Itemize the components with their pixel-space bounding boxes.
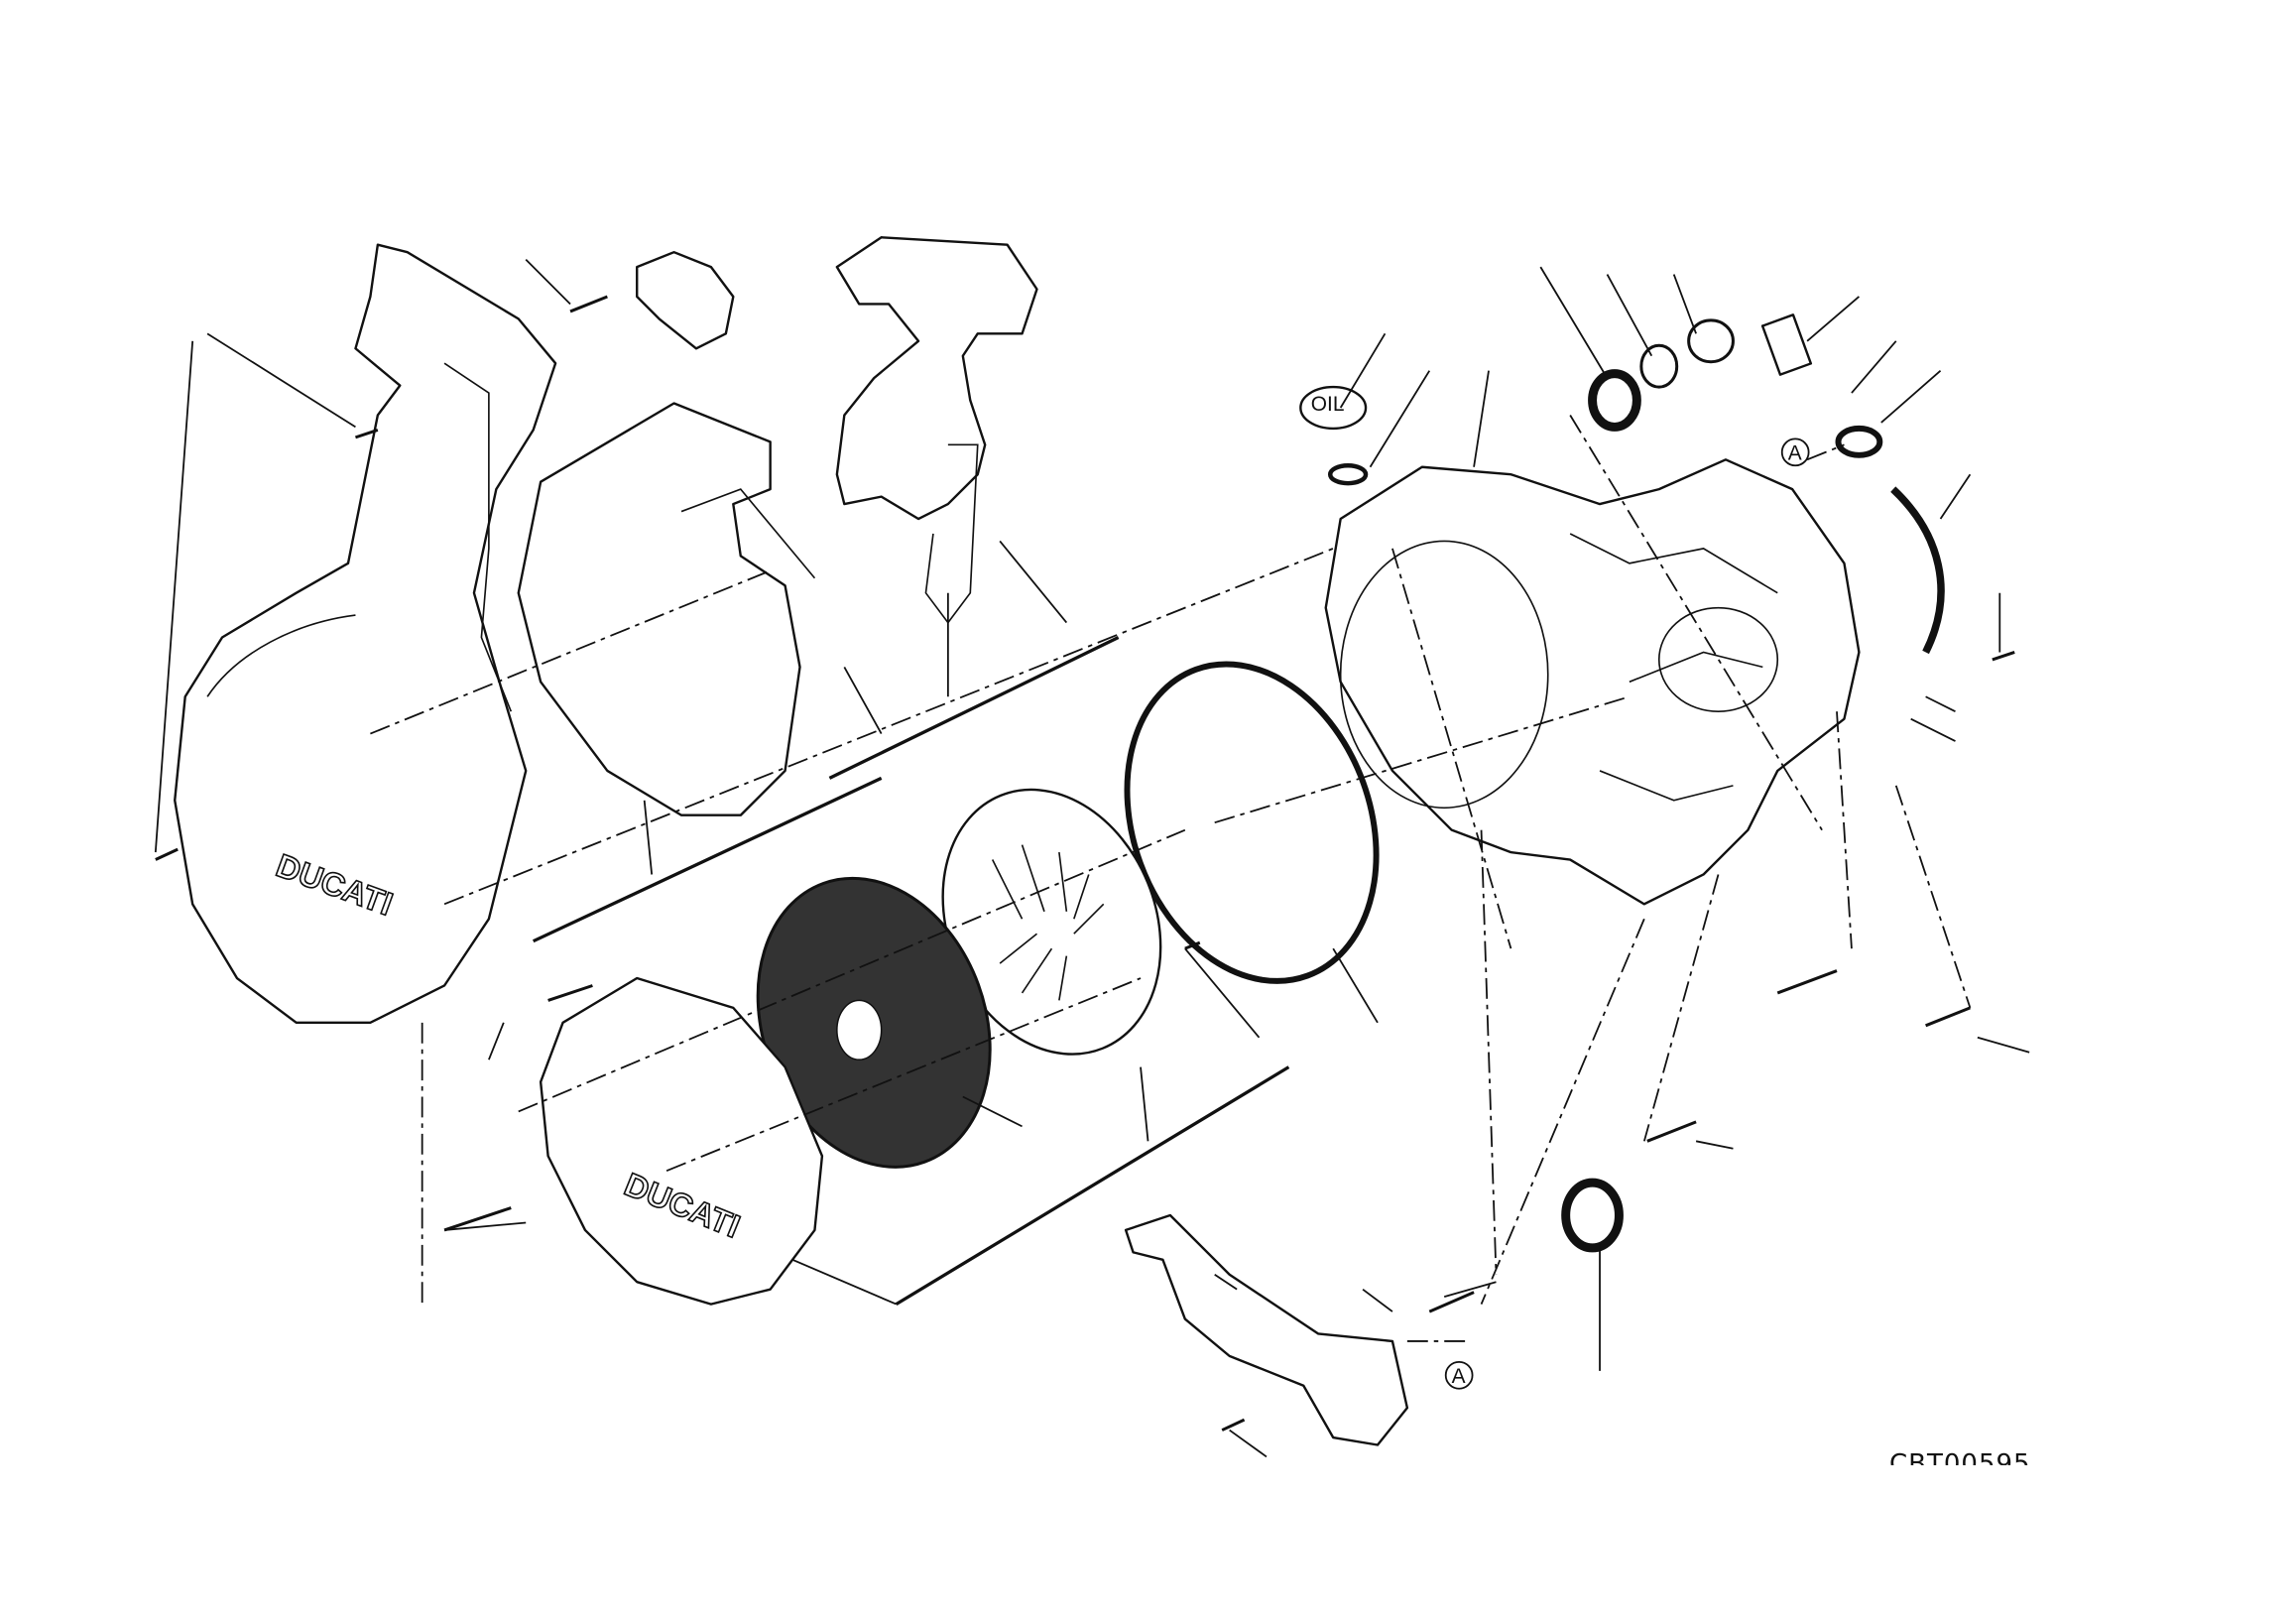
washer (1639, 343, 1679, 389)
callout-leader-lines (154, 259, 2030, 1458)
breather-pipe (1890, 486, 1945, 655)
reference-marker-a-top: A (1780, 437, 1810, 467)
oil-filler-cap: OIL (1299, 385, 1369, 486)
reference-marker-a-bottom: A (1444, 1360, 1474, 1390)
clutch-housing-cover (1324, 458, 1861, 906)
clutch-cover: DUCATI (539, 976, 824, 1306)
pressure-plate (941, 788, 1162, 1056)
bolts (155, 295, 2015, 1432)
stator-cover (517, 402, 816, 816)
sensor-washer (1835, 425, 1883, 458)
oil-seal (1588, 369, 1641, 432)
circlip (1687, 318, 1735, 364)
svg-text:A: A (1452, 1365, 1466, 1388)
assembly-axis-lines (370, 415, 1972, 1342)
o-ring (1124, 661, 1380, 984)
oil-cap-label: OIL (1311, 393, 1345, 416)
group-brackets (532, 636, 1290, 1307)
sensor-housing (636, 250, 735, 350)
lower-oil-seal (1561, 1178, 1624, 1253)
generator-cover: DUCATI (174, 243, 557, 1025)
drawing-code: CBT00595 (1889, 1451, 2031, 1465)
svg-text:A: A (1788, 441, 1802, 464)
gasket-plate (835, 236, 1038, 624)
temperature-sensor (1760, 313, 1813, 376)
lower-bracket (1124, 1213, 1409, 1446)
